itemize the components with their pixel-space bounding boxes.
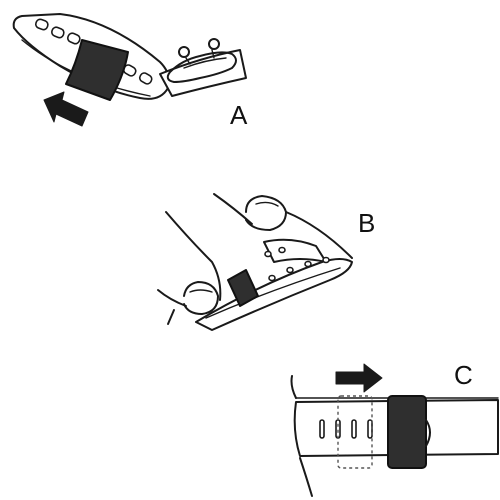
panel-b-band-upper: [263, 238, 327, 263]
panel-c: C: [290, 360, 499, 497]
panel-b-hand: [157, 193, 353, 325]
panel-a: A: [12, 13, 248, 130]
panel-c-keeper-loop: [387, 395, 431, 469]
panel-b: B: [157, 193, 375, 331]
panel-c-keeper-original-position: [337, 395, 373, 469]
panel-a-clasp: [166, 38, 237, 83]
panel-c-band-holes: [319, 419, 373, 439]
panel-b-band-holes: [264, 246, 330, 282]
panel-b-label: B: [358, 208, 375, 238]
arrow-right-icon: [335, 363, 383, 393]
panel-b-keeper-loop: [227, 269, 259, 307]
panel-a-label: A: [230, 100, 248, 130]
panel-c-wrist-top: [290, 375, 297, 399]
panel-a-keeper-loop: [65, 39, 129, 101]
panel-a-tracker-body: [159, 49, 247, 97]
panel-b-strap-edge: [205, 267, 341, 319]
panel-c-wrist-bottom: [299, 457, 313, 497]
panel-c-label: C: [454, 360, 473, 390]
arrow-up-left-icon: [43, 91, 89, 127]
